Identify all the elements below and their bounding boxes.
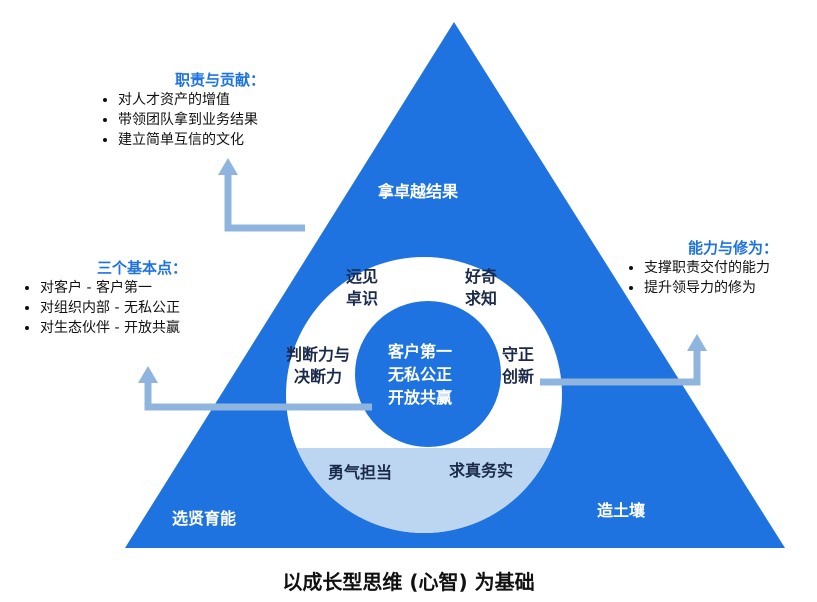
ring-vision: 远见 卓识: [346, 266, 378, 310]
arrow-to-right-box: [540, 348, 701, 386]
ring-text: 创新: [502, 367, 535, 386]
list-item: 提升领导力的修为: [644, 278, 778, 298]
list-item: 对生态伙伴 - 开放共赢: [40, 318, 187, 338]
ring-curiosity: 好奇 求知: [465, 266, 497, 310]
ring-innovation: 守正 创新: [502, 344, 534, 388]
list-item: 带领团队拿到业务结果: [118, 110, 265, 130]
ring-text: 求知: [465, 289, 498, 308]
core-values: 客户第一 无私公正 开放共赢: [388, 340, 452, 409]
basic-points-title: 三个基本点：: [97, 259, 188, 277]
capability-box: 能力与修为： 支撑职责交付的能力 提升领导力的修为: [626, 238, 778, 298]
ring-text: 守正: [502, 345, 535, 364]
core-value: 无私公正: [388, 365, 453, 384]
arrow-to-top-box: [224, 172, 305, 232]
ring-text: 卓识: [346, 289, 379, 308]
ring-text: 好奇: [465, 267, 498, 286]
triangle-bottom-left-label: 选贤育能: [172, 509, 237, 528]
list-item: 对组织内部 - 无私公正: [40, 298, 187, 318]
arrow-to-left-box: [144, 380, 372, 411]
responsibility-title: 职责与贡献：: [175, 71, 266, 89]
responsibility-box: 职责与贡献： 对人才资产的增值 带领团队拿到业务结果 建立简单互信的文化: [100, 70, 265, 150]
arrow-head-left: [138, 366, 158, 383]
footer-caption: 以成长型思维 (心智) 为基础: [282, 570, 535, 594]
ring-text: 判断力与: [286, 345, 351, 364]
ring-text: 决断力: [294, 367, 343, 386]
ring-text: 远见: [346, 267, 379, 286]
ring-judgment: 判断力与 决断力: [286, 344, 350, 388]
list-item: 对客户 - 客户第一: [40, 278, 187, 298]
capability-title: 能力与修为：: [688, 239, 779, 257]
ring-courage: 勇气担当: [328, 463, 393, 482]
core-value: 开放共赢: [388, 388, 453, 407]
triangle-bottom-right-label: 造土壤: [597, 501, 646, 520]
list-item: 建立简单互信的文化: [118, 130, 265, 150]
list-item: 支撑职责交付的能力: [644, 258, 778, 278]
basic-points-box: 三个基本点： 对客户 - 客户第一 对组织内部 - 无私公正 对生态伙伴 - 开…: [22, 258, 187, 338]
core-circle: [355, 301, 501, 447]
ring-truth-seeking: 求真务实: [449, 461, 514, 480]
triangle-top-label: 拿卓越结果: [378, 182, 459, 201]
arrow-head-right: [687, 334, 707, 351]
core-value: 客户第一: [388, 342, 453, 361]
arrow-head-top: [218, 158, 238, 175]
list-item: 对人才资产的增值: [118, 90, 265, 110]
